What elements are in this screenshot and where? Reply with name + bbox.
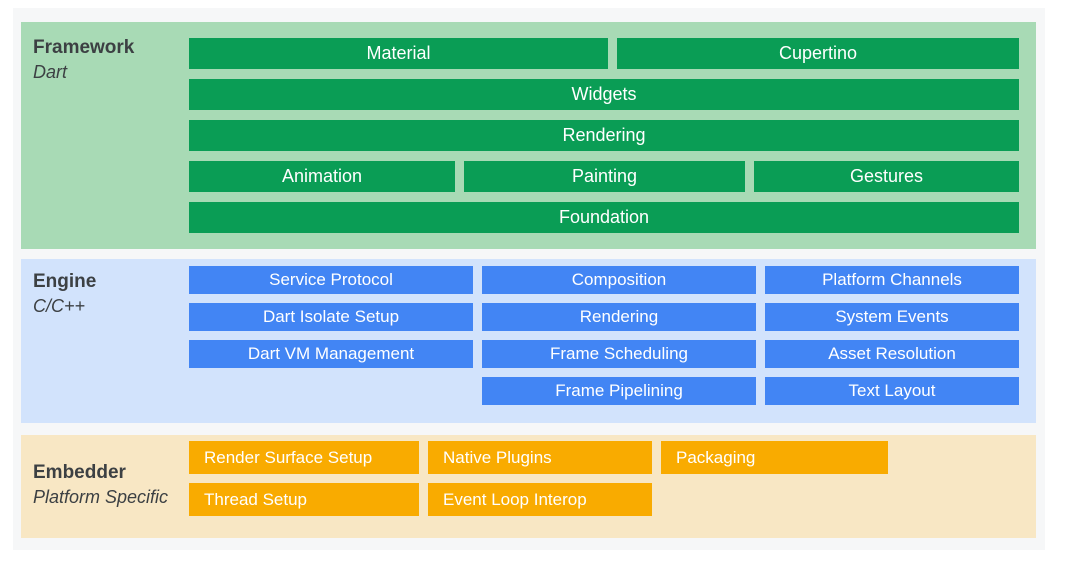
block-asset-resolution: Asset Resolution [765,340,1019,368]
block-system-events: System Events [765,303,1019,331]
embedder-row-2: Thread Setup Event Loop Interop [189,483,1019,516]
block-text-layout: Text Layout [765,377,1019,405]
block-native-plugins: Native Plugins [428,441,652,474]
framework-row-4: Animation Painting Gestures [189,161,1019,192]
engine-row-4-spacer [189,377,473,405]
engine-row-3: Dart VM Management Frame Scheduling Asse… [189,340,1019,368]
embedder-layer-title: Embedder [33,462,126,483]
framework-row-5: Foundation [189,202,1019,233]
block-animation: Animation [189,161,455,192]
engine-blocks: Service Protocol Composition Platform Ch… [189,259,1019,423]
block-thread-setup: Thread Setup [189,483,419,516]
block-gestures: Gestures [754,161,1019,192]
block-service-protocol: Service Protocol [189,266,473,294]
engine-layer-title: Engine [33,271,97,292]
block-painting: Painting [464,161,745,192]
block-dart-isolate-setup: Dart Isolate Setup [189,303,473,331]
block-material: Material [189,38,608,69]
engine-layer: Engine C/C++ Service Protocol Compositio… [21,259,1036,423]
block-platform-channels: Platform Channels [765,266,1019,294]
block-cupertino: Cupertino [617,38,1019,69]
embedder-row-1: Render Surface Setup Native Plugins Pack… [189,441,1019,474]
block-dart-vm-management: Dart VM Management [189,340,473,368]
framework-layer: Framework Dart Material Cupertino Widget… [21,22,1036,249]
block-composition: Composition [482,266,756,294]
embedder-layer: Embedder Platform Specific Render Surfac… [21,435,1036,538]
framework-label-group: Framework Dart [21,22,189,249]
block-rendering-engine: Rendering [482,303,756,331]
framework-layer-title: Framework [33,37,135,58]
block-frame-pipelining: Frame Pipelining [482,377,756,405]
framework-layer-subtitle: Dart [33,61,68,82]
framework-row-2: Widgets [189,79,1019,110]
framework-row-1: Material Cupertino [189,38,1019,69]
block-foundation: Foundation [189,202,1019,233]
block-widgets: Widgets [189,79,1019,110]
engine-layer-subtitle: C/C++ [33,295,86,316]
engine-row-4: Frame Pipelining Text Layout [189,377,1019,405]
framework-blocks: Material Cupertino Widgets Rendering Ani… [189,22,1019,249]
embedder-layer-subtitle: Platform Specific [33,486,169,507]
engine-row-1: Service Protocol Composition Platform Ch… [189,266,1019,294]
diagram-panel: Framework Dart Material Cupertino Widget… [13,8,1045,550]
engine-row-2: Dart Isolate Setup Rendering System Even… [189,303,1019,331]
block-rendering-framework: Rendering [189,120,1019,151]
engine-label-group: Engine C/C++ [21,259,189,423]
block-packaging: Packaging [661,441,888,474]
block-event-loop-interop: Event Loop Interop [428,483,652,516]
embedder-blocks: Render Surface Setup Native Plugins Pack… [189,435,1019,538]
embedder-label-group: Embedder Platform Specific [21,435,189,538]
block-render-surface-setup: Render Surface Setup [189,441,419,474]
framework-row-3: Rendering [189,120,1019,151]
block-frame-scheduling: Frame Scheduling [482,340,756,368]
